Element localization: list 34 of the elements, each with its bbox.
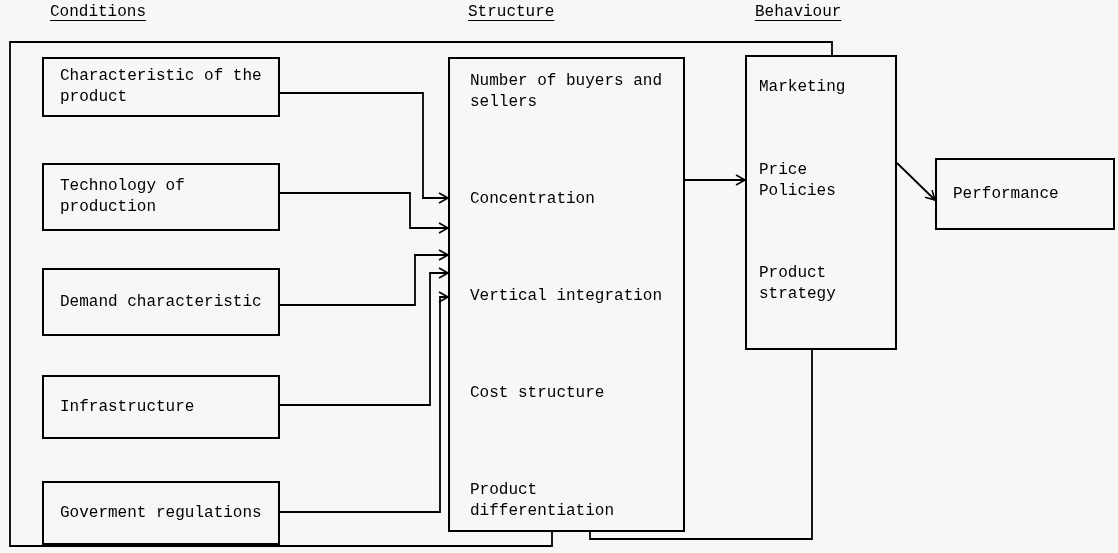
box-text: Product differentiation	[470, 480, 616, 522]
text-box	[448, 57, 685, 532]
text-box	[42, 57, 280, 117]
text-box	[42, 375, 280, 439]
arrow	[684, 174, 746, 186]
column-heading: Conditions	[50, 2, 146, 23]
box-text: Goverment regulations	[60, 502, 262, 524]
arrow	[279, 291, 449, 513]
text-box	[42, 481, 280, 545]
text-box	[42, 268, 280, 336]
connector-line	[9, 41, 833, 547]
column-heading: Structure	[468, 2, 555, 23]
box-text: Infrastructure	[60, 396, 196, 418]
box-text: Concentration	[470, 188, 596, 210]
box-text: Product strategy	[759, 263, 837, 305]
box-text: Number of buyers and sellers	[470, 71, 664, 113]
box-text: Characteristic of the product	[60, 66, 262, 108]
arrow	[896, 162, 936, 201]
column-heading: Behaviour	[755, 2, 842, 23]
box-text: Price Policies	[759, 159, 837, 202]
box-text: Performance	[953, 183, 1060, 205]
text-box	[745, 55, 897, 350]
arrow	[279, 192, 449, 234]
box-text: Cost structure	[470, 383, 606, 404]
box-text: Technology of production	[60, 176, 186, 218]
arrow	[279, 249, 449, 306]
arrow	[279, 267, 449, 406]
box-text: Marketing	[759, 77, 847, 98]
box-text: Demand characteristic	[60, 291, 262, 313]
arrow	[279, 92, 449, 204]
connector-line	[589, 349, 813, 540]
text-box	[42, 163, 280, 231]
text-box	[935, 158, 1115, 230]
box-text: Vertical integration	[470, 286, 664, 307]
